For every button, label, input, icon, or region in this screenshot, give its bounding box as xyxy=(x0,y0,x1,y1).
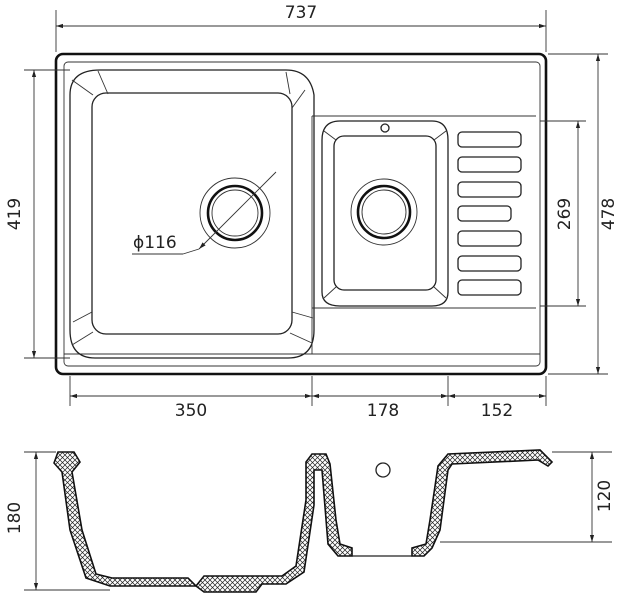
dimension-lines xyxy=(24,10,608,406)
large-bowl xyxy=(69,69,315,359)
dim-overall-height: 478 xyxy=(599,198,619,230)
dim-large-bowl-width: 350 xyxy=(175,401,207,421)
dim-drain-diameter: ϕ116 xyxy=(133,233,177,253)
dim-section-total-depth: 180 xyxy=(5,502,25,534)
drainboard-ribs xyxy=(457,131,522,296)
sink-outline xyxy=(54,52,548,376)
dim-small-bowl-width: 178 xyxy=(367,401,399,421)
section-dimension-lines xyxy=(24,451,612,591)
top-view xyxy=(54,52,548,376)
dim-large-bowl-height: 419 xyxy=(5,198,25,230)
large-drain xyxy=(132,171,277,255)
sink-inner-rim xyxy=(63,61,541,367)
dim-section-small-bowl-depth: 120 xyxy=(595,480,615,512)
dim-overall-width: 737 xyxy=(285,3,317,23)
section-view xyxy=(53,449,554,593)
dim-drainboard-width: 152 xyxy=(481,401,513,421)
dim-small-bowl-height: 269 xyxy=(555,198,575,230)
small-drain xyxy=(350,178,418,246)
small-bowl xyxy=(321,120,449,307)
